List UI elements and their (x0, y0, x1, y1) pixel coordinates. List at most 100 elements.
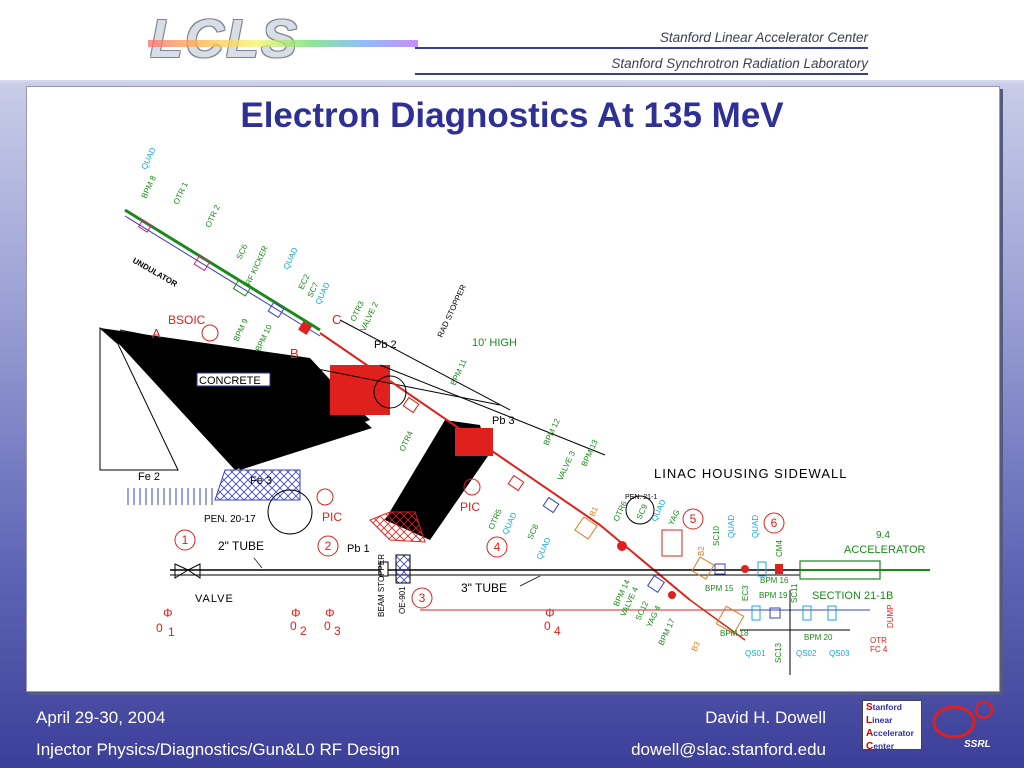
label-quad8: QUAD (751, 515, 760, 538)
label-pb1: Pb 1 (347, 543, 370, 555)
station-4: 4 (494, 540, 501, 554)
label-b1: B1 (588, 505, 601, 518)
label-bsoic: BSOIC (168, 313, 206, 327)
label-accel-number: 9.4 (876, 530, 890, 541)
shielding-walls (99, 319, 606, 543)
label-sc9: SC9 (635, 502, 650, 520)
label-pen211: PEN. 21-1 (625, 494, 657, 501)
b2-dipole (691, 556, 715, 580)
label-qs01: QS01 (745, 649, 766, 658)
label-linac-sidewall: LINAC HOUSING SIDEWALL (654, 466, 847, 481)
station-5-circle (682, 508, 704, 530)
beam-stopper-symbol (379, 561, 389, 577)
label-qs02: QS02 (796, 649, 817, 658)
label-quad4: QUAD (501, 511, 519, 536)
otr4-symbol (402, 396, 420, 414)
qs02-symbol (802, 605, 812, 621)
label-sc11: SC11 (790, 583, 799, 603)
label-cm4: CM4 (775, 540, 784, 557)
pen211-circle (625, 495, 655, 525)
label-pic1: PIC (322, 510, 342, 524)
accelerator-section (799, 560, 881, 580)
label-radstopper: RAD STOPPER (436, 283, 468, 339)
label-qs03: QS03 (829, 649, 850, 658)
label-ec3: EC3 (741, 585, 750, 601)
label-tube2: 2" TUBE (218, 539, 264, 553)
quad7-symbol (757, 561, 767, 577)
station-3-circle (411, 587, 433, 609)
oe901-symbol (395, 554, 411, 584)
cm4-symbol (775, 564, 783, 574)
yag-symbol (661, 529, 683, 557)
svg-text:SSRL: SSRL (964, 739, 991, 750)
footer-date: April 29-30, 2004 (36, 708, 166, 727)
beamline-diagonal (319, 332, 601, 526)
label-bpm15: BPM 15 (705, 584, 734, 593)
phi-sub-2: 2 (300, 624, 307, 638)
label-undulator: UNDULATOR (131, 256, 179, 289)
label-pic2: PIC (460, 500, 480, 514)
label-bpm10: BPM 10 (254, 323, 274, 353)
label-accelerator: ACCELERATOR (844, 544, 926, 556)
label-dump: DUMP (886, 604, 895, 628)
valve-symbol (174, 563, 190, 579)
phi-zero-2: 0 (290, 619, 297, 633)
phi-sub-3: 3 (334, 624, 341, 638)
slac-name: Stanford Linear Accelerator Center (659, 30, 868, 45)
slide-title: Electron Diagnostics At 135 MeV (240, 96, 784, 135)
pb2-circle (373, 375, 407, 409)
station-6: 6 (771, 516, 778, 530)
label-sc8: SC8 (526, 522, 541, 540)
qs03-symbol (827, 605, 837, 621)
label-b2: B2 (697, 546, 706, 556)
label-bpm18: BPM 18 (720, 629, 749, 638)
bpm8-symbol (137, 219, 153, 233)
ssrl-logo: SSRL (932, 700, 994, 750)
station-2: 2 (325, 539, 332, 553)
label-valve: VALVE (195, 593, 234, 605)
station-4-circle (486, 536, 508, 558)
label-a: A (152, 326, 161, 341)
label-sc13: SC13 (774, 642, 783, 663)
label-bpm11: BPM 11 (449, 357, 469, 387)
label-fc4: FC 4 (870, 645, 888, 654)
label-beamstopper: BEAM STOPPER (377, 554, 386, 617)
phi-zero-3: 0 (324, 619, 331, 633)
phi-marker-4: Φ (545, 606, 555, 620)
label-bpm19: BPM 19 (759, 591, 788, 600)
bpm12-symbol (542, 496, 560, 514)
label-b: B (290, 346, 299, 361)
otr6-symbol (617, 541, 627, 551)
footer-email: dowell@slac.stanford.edu (631, 740, 826, 759)
label-quad7: QUAD (727, 515, 736, 538)
b1-dipole (574, 516, 598, 540)
footer-author: David H. Dowell (705, 708, 826, 727)
phi-marker-3: Φ (325, 606, 335, 620)
lead-block-pb3 (455, 428, 493, 456)
pic2-circle (463, 478, 481, 496)
header-rule-bottom (415, 73, 868, 75)
ec3-symbol (741, 565, 749, 573)
label-sc6: SC6 (235, 242, 250, 260)
label-tube3: 3" TUBE (461, 581, 507, 595)
phi-marker-2: Φ (291, 606, 301, 620)
footer-course: Injector Physics/Diagnostics/Gun&L0 RF D… (36, 740, 400, 759)
label-pb3: Pb 3 (492, 415, 515, 427)
label-bpm16: BPM 16 (760, 576, 789, 585)
label-bpm9: BPM 9 (232, 317, 251, 343)
station-6-circle (763, 512, 785, 534)
otr2-symbol (193, 254, 211, 272)
pic1-circle (316, 488, 334, 506)
label-yag: YAG (667, 508, 682, 527)
label-otr5: OTR5 (487, 507, 504, 531)
header-rule-top (415, 47, 868, 49)
label-concrete: CONCRETE (199, 375, 261, 387)
label-c: C (332, 312, 341, 327)
slac-logo: Stanford Linear Accelerator Center (862, 700, 922, 752)
qs01-symbol (751, 605, 761, 621)
label-b3: B3 (690, 640, 703, 653)
label-bpm12: BPM 12 (542, 417, 562, 447)
beamline-upper (124, 208, 321, 332)
label-quad2: QUAD (282, 246, 300, 271)
